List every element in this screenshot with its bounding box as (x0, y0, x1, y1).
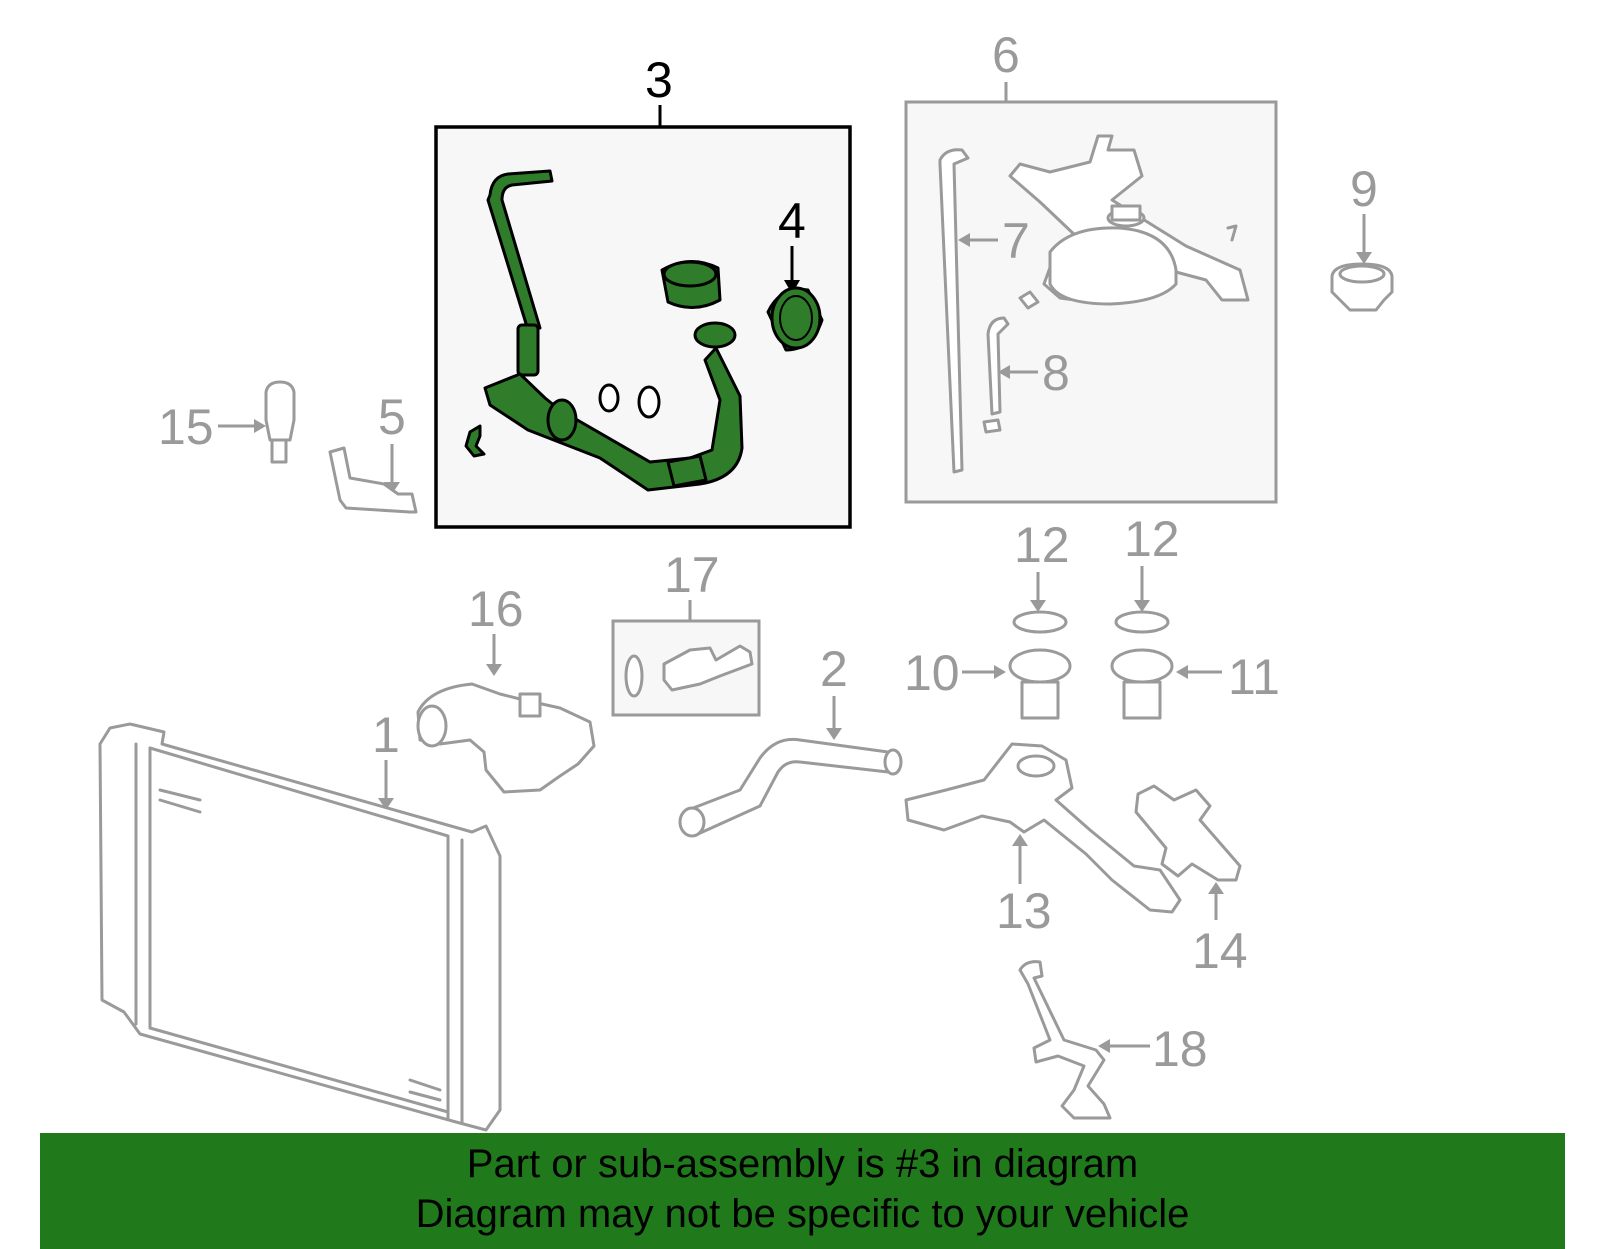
hose-clamp-large[interactable] (766, 286, 824, 352)
banner-line-1: Part or sub-assembly is #3 in diagram (466, 1142, 1139, 1186)
callout-9[interactable]: 9 (1350, 161, 1378, 217)
callout-1[interactable]: 1 (372, 707, 400, 763)
callout-7[interactable]: 7 (1002, 213, 1030, 269)
part-15-group[interactable]: 15 (158, 380, 296, 464)
outlet-11[interactable] (1110, 648, 1174, 720)
hose-clip-left[interactable] (464, 424, 486, 458)
callout-3[interactable]: 3 (645, 52, 673, 108)
part-17-group[interactable]: 17 (611, 547, 761, 717)
part-10-group[interactable]: 10 (904, 645, 1072, 720)
coolant-reservoir[interactable] (1008, 134, 1250, 306)
part-9-group[interactable]: 9 (1330, 161, 1394, 312)
part-12-group[interactable]: 12 12 (1012, 511, 1180, 634)
bypass-hose-end-1 (883, 748, 903, 776)
sensor-o-ring[interactable] (624, 654, 644, 698)
vent-hose[interactable] (982, 290, 1040, 434)
callout-15[interactable]: 15 (158, 399, 214, 455)
callout-14[interactable]: 14 (1192, 923, 1248, 979)
callout-12-left[interactable]: 12 (1014, 517, 1070, 573)
o-ring-1[interactable] (598, 383, 620, 413)
reservoir-cap[interactable] (1330, 262, 1394, 312)
part-2-group[interactable]: 2 (678, 641, 903, 838)
part-14-group[interactable]: 14 (1134, 784, 1248, 979)
callout-16[interactable]: 16 (468, 581, 524, 637)
part-1-group[interactable]: 1 (98, 707, 502, 1132)
temperature-sensor[interactable] (264, 380, 296, 464)
part-6-group[interactable]: 6 7 8 (904, 27, 1278, 504)
callout-17[interactable]: 17 (664, 547, 720, 603)
part-4-group[interactable]: 4 (766, 193, 824, 352)
callout-11[interactable]: 11 (1228, 649, 1280, 705)
callout-12-right[interactable]: 12 (1124, 511, 1180, 567)
outlet-10[interactable] (1008, 648, 1072, 720)
part-16-group[interactable]: 16 (416, 581, 596, 794)
seal-12-left[interactable] (1012, 610, 1068, 634)
part-5-group[interactable]: 5 (328, 389, 418, 514)
callout-8[interactable]: 8 (1042, 345, 1070, 401)
part-13-group[interactable]: 13 (904, 742, 1182, 939)
overflow-hose[interactable] (938, 148, 970, 474)
hose-clamp-small[interactable] (660, 260, 722, 309)
info-banner: Part or sub-assembly is #3 in diagram Di… (40, 1133, 1565, 1249)
thermostat-housing[interactable] (416, 682, 596, 794)
coolant-pipe[interactable] (904, 742, 1182, 914)
coolant-sensor[interactable] (662, 644, 754, 692)
o-ring-2[interactable] (637, 385, 661, 419)
upper-hose-assembly[interactable] (483, 169, 744, 492)
callout-2[interactable]: 2 (820, 641, 848, 697)
callout-6[interactable]: 6 (992, 27, 1020, 83)
callout-5[interactable]: 5 (378, 389, 406, 445)
banner-line-2: Diagram may not be specific to your vehi… (415, 1192, 1190, 1236)
mounting-bracket[interactable] (328, 446, 418, 514)
part-11-group[interactable]: 11 (1110, 648, 1280, 720)
seal-12-right[interactable] (1114, 610, 1170, 634)
radiator[interactable] (98, 722, 502, 1132)
pipe-gasket[interactable] (1134, 784, 1242, 882)
coolant-tube[interactable] (1018, 960, 1112, 1120)
callout-10[interactable]: 10 (904, 645, 960, 701)
callout-4[interactable]: 4 (778, 193, 806, 249)
bypass-hose-end-2 (678, 806, 706, 838)
callout-13[interactable]: 13 (996, 883, 1052, 939)
part-18-group[interactable]: 18 (1018, 960, 1208, 1120)
callout-18[interactable]: 18 (1152, 1021, 1208, 1077)
bypass-hose[interactable] (686, 737, 890, 836)
